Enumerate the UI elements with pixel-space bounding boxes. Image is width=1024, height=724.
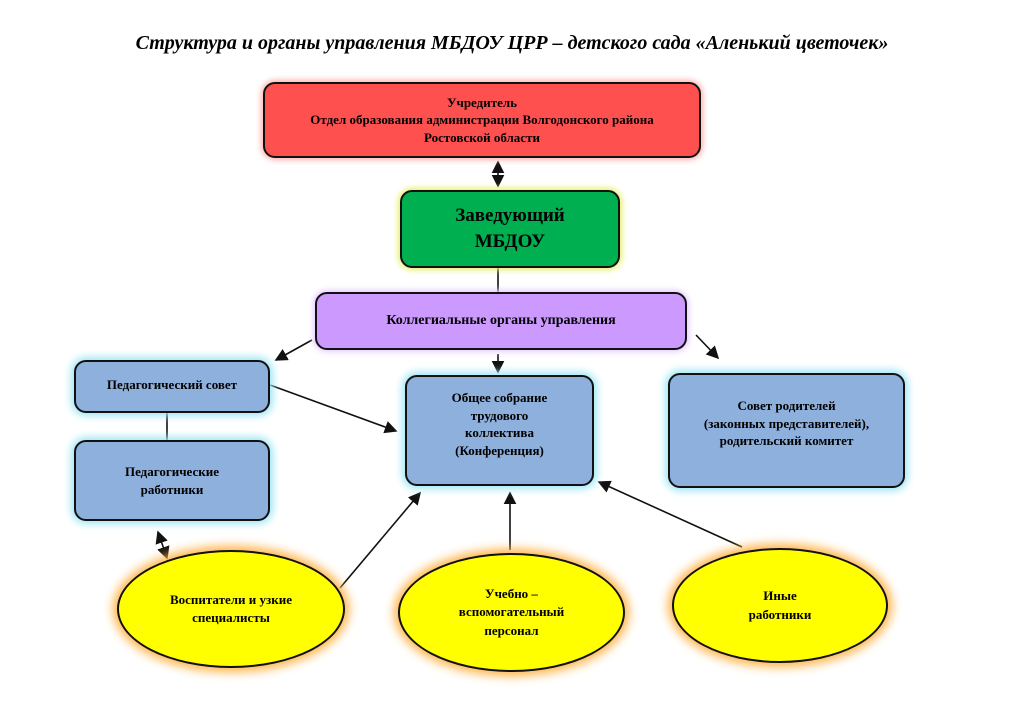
general-meeting-line-1: Общее собрание <box>451 390 548 405</box>
other-workers-ellipse: Иные работники <box>672 548 888 663</box>
arrow-educators-meeting <box>339 491 422 589</box>
founder-line-2: Отдел образования администрации Волгодон… <box>310 112 654 128</box>
arrow-workers-educators <box>155 530 170 560</box>
ped-council-box: Педагогический совет <box>74 360 270 413</box>
collegial-box: Коллегиальные органы управления <box>315 292 687 350</box>
general-meeting-line-3: коллектива <box>465 425 534 441</box>
support-staff-ellipse: Учебно – вспомогательный персонал <box>398 553 625 672</box>
general-meeting-line-2: трудового <box>470 407 529 423</box>
collegial-label: Коллегиальные органы управления <box>386 312 616 328</box>
parents-council-line-1: Совет родителей <box>737 398 836 413</box>
parents-council-line-2: (законных представителей), <box>703 415 870 431</box>
support-staff-line-2: вспомогательный <box>458 604 565 620</box>
founder-line-1: Учредитель <box>446 94 518 110</box>
head-line-1: Заведующий <box>455 205 565 227</box>
ped-workers-box: Педагогические работники <box>74 440 270 521</box>
general-meeting-box: Общее собрание трудового коллектива (Кон… <box>405 375 594 486</box>
parents-council-line-3: родительский комитет <box>719 433 854 449</box>
arrow-other-meeting <box>597 480 743 548</box>
ped-workers-line-2: работники <box>140 481 204 497</box>
parents-council-box: Совет родителей (законных представителей… <box>668 373 905 488</box>
educators-ellipse: Воспитатели и узкие специалисты <box>117 550 345 668</box>
other-workers-line-1: Иные <box>763 588 797 604</box>
head-box: Заведующий МБДОУ <box>400 190 620 268</box>
support-staff-line-1: Учебно – <box>485 586 538 602</box>
founder-line-3: Ростовской области <box>424 129 540 145</box>
ped-council-label: Педагогический совет <box>106 377 238 392</box>
head-line-2: МБДОУ <box>474 231 546 252</box>
arrow-collegial-pedcouncil <box>274 339 313 361</box>
educators-line-2: специалисты <box>192 610 270 625</box>
diagram-title: Структура и органы управления МБДОУ ЦРР … <box>135 32 889 54</box>
other-workers-line-2: работники <box>748 606 812 622</box>
arrow-pedcouncil-meeting <box>269 384 398 434</box>
general-meeting-line-4: (Конференция) <box>455 442 544 458</box>
educators-line-1: Воспитатели и узкие <box>169 591 293 607</box>
arrow-collegial-parents <box>695 334 720 360</box>
founder-box: Учредитель Отдел образования администрац… <box>263 82 701 158</box>
ped-workers-line-1: Педагогические <box>124 463 220 479</box>
support-staff-line-3: персонал <box>484 622 539 638</box>
